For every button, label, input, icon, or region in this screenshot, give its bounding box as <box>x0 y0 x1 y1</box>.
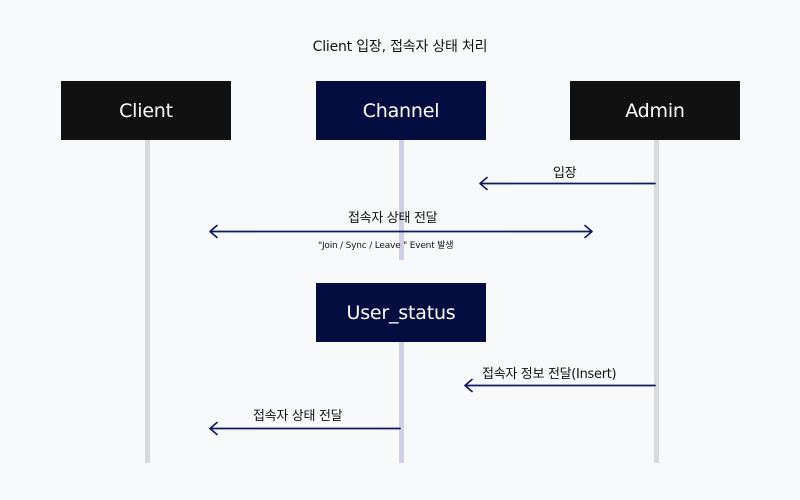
insert-info-arrow <box>464 378 656 393</box>
event-note: "Join / Sync / Leave " Event 발생 <box>318 241 454 251</box>
client-participant: Client <box>61 81 231 140</box>
deliver-status-label: 접속자 상태 전달 <box>253 409 343 424</box>
channel-participant: Channel <box>316 81 486 140</box>
admin-participant: Admin <box>570 81 740 140</box>
client-participant-label: Client <box>119 99 173 122</box>
channel-lifeline-lower <box>399 342 404 463</box>
broadcast-status-arrow <box>209 224 593 239</box>
insert-info-label: 접속자 정보 전달(Insert) <box>482 367 617 382</box>
deliver-status-arrow <box>209 421 401 436</box>
user-status-participant-label: User_status <box>346 301 456 324</box>
client-lifeline <box>145 140 150 463</box>
channel-participant-label: Channel <box>362 99 440 122</box>
diagram-title: Client 입장, 접속자 상태 처리 <box>312 39 488 55</box>
admin-lifeline <box>654 140 659 463</box>
enter-message-label: 입장 <box>553 166 577 181</box>
channel-lifeline-upper <box>399 140 404 260</box>
user-status-participant: User_status <box>316 283 486 342</box>
admin-participant-label: Admin <box>625 99 685 122</box>
enter-arrow <box>479 176 656 191</box>
broadcast-status-label: 접속자 상태 전달 <box>348 211 438 226</box>
